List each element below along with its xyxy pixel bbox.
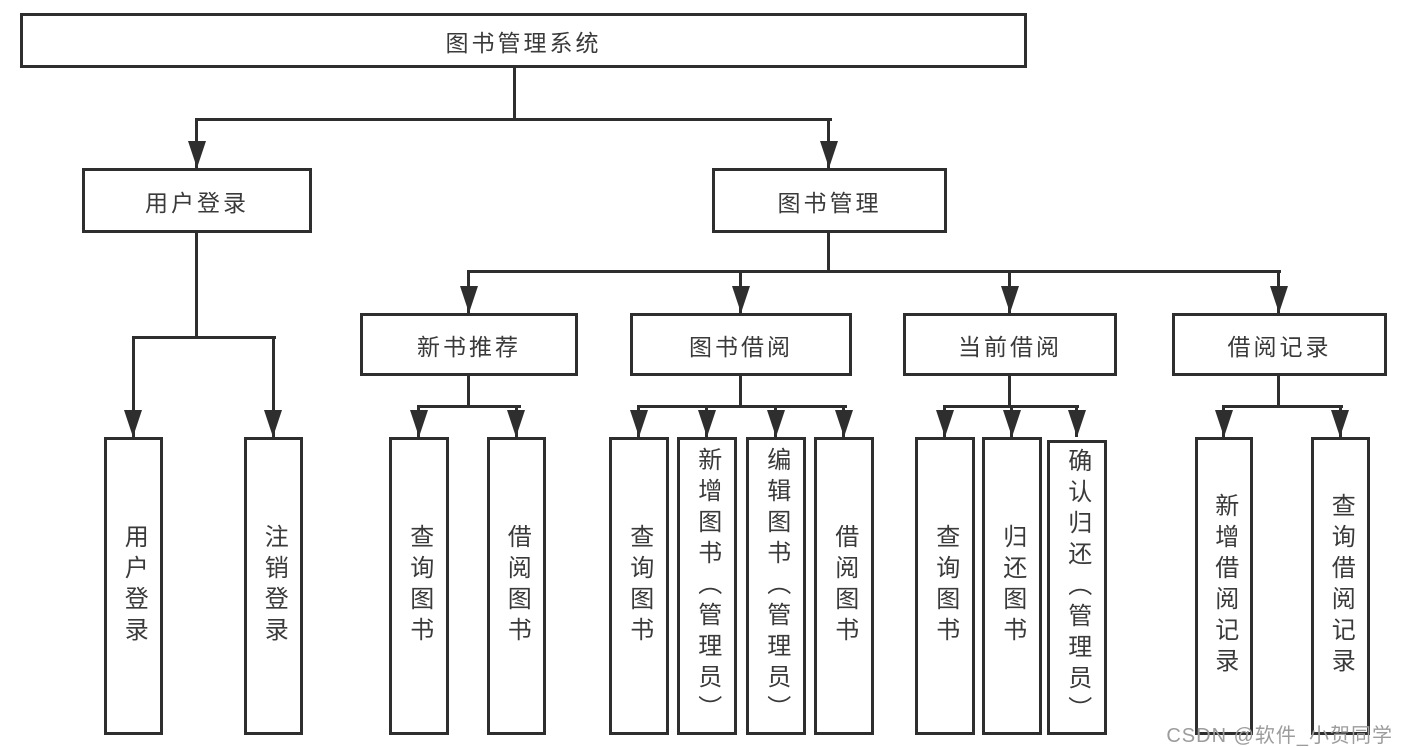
connector-new-book-branch <box>417 405 521 408</box>
arrowhead-icon <box>460 286 478 313</box>
node-label: 用户登录 <box>120 524 148 648</box>
connector-book-management-branch <box>467 270 1281 273</box>
node-label: 查询借阅记录 <box>1327 493 1355 679</box>
arrowhead-icon <box>1001 286 1019 313</box>
leaf-query-books-current: 查询图书 <box>915 437 975 735</box>
leaf-add-book-admin: 新增图书（管理员） <box>677 437 737 735</box>
node-label: 借阅记录 <box>1227 333 1332 360</box>
node-new-book-recommendation: 新书推荐 <box>360 313 578 376</box>
arrowhead-icon <box>124 410 142 437</box>
connector-user-login-stem <box>195 233 198 339</box>
arrowhead-icon <box>835 410 853 437</box>
node-label: 新书推荐 <box>417 333 521 360</box>
node-label: 查询图书 <box>625 524 653 648</box>
node-label: 查询图书 <box>405 524 433 648</box>
node-label: 图书管理 <box>777 189 882 216</box>
leaf-borrow-books: 借阅图书 <box>814 437 874 735</box>
leaf-confirm-return-admin: 确认归还（管理员） <box>1047 440 1107 735</box>
node-label: 当前借阅 <box>958 333 1062 360</box>
leaf-logout: 注销登录 <box>244 437 303 735</box>
node-book-borrowing: 图书借阅 <box>630 313 852 376</box>
connector-current-stem <box>1008 376 1011 408</box>
leaf-query-books-borrowing: 查询图书 <box>609 437 669 735</box>
node-library-management-system: 图书管理系统 <box>20 13 1027 68</box>
arrowhead-icon <box>936 410 954 437</box>
connector-new-book-stem <box>467 376 470 408</box>
node-label: 注销登录 <box>260 524 288 648</box>
leaf-return-book: 归还图书 <box>982 437 1042 735</box>
leaf-edit-book-admin: 编辑图书（管理员） <box>746 437 806 735</box>
connector-records-stem <box>1277 376 1280 408</box>
node-label: 新增借阅记录 <box>1210 493 1238 679</box>
arrowhead-icon <box>767 410 785 437</box>
leaf-query-borrow-record: 查询借阅记录 <box>1311 437 1370 735</box>
leaf-add-borrow-record: 新增借阅记录 <box>1195 437 1253 735</box>
node-label: 图书管理系统 <box>445 29 602 56</box>
node-label: 图书借阅 <box>689 333 793 360</box>
node-label: 借阅图书 <box>503 524 531 648</box>
node-label: 用户登录 <box>145 189 249 216</box>
node-borrowing-records: 借阅记录 <box>1172 313 1387 376</box>
arrowhead-icon <box>188 141 206 168</box>
arrowhead-icon <box>1215 410 1233 437</box>
connector-borrow-stem <box>739 376 742 408</box>
connector-root-branch <box>196 118 832 121</box>
connector-records-branch <box>1222 405 1343 408</box>
connector-leaf-drop <box>132 336 135 437</box>
node-book-management: 图书管理 <box>712 168 947 233</box>
arrowhead-icon <box>1068 410 1086 437</box>
connector-user-login-branch <box>132 336 276 339</box>
node-label: 确认归还（管理员） <box>1063 448 1091 727</box>
node-label: 查询图书 <box>931 524 959 648</box>
arrowhead-icon <box>698 410 716 437</box>
arrowhead-icon <box>1331 410 1349 437</box>
node-label: 新增图书（管理员） <box>693 446 721 726</box>
connector-borrow-branch <box>637 405 847 408</box>
arrowhead-icon <box>1270 286 1288 313</box>
leaf-query-books-recommendation: 查询图书 <box>389 437 449 735</box>
arrowhead-icon <box>410 410 428 437</box>
arrowhead-icon <box>1003 410 1021 437</box>
leaf-user-login: 用户登录 <box>104 437 163 735</box>
node-label: 归还图书 <box>998 524 1026 648</box>
node-label: 编辑图书（管理员） <box>762 446 790 726</box>
arrowhead-icon <box>507 410 525 437</box>
node-current-borrowing: 当前借阅 <box>903 313 1117 376</box>
node-label: 借阅图书 <box>830 524 858 648</box>
leaf-borrow-books-recommendation: 借阅图书 <box>487 437 546 735</box>
arrowhead-icon <box>264 410 282 437</box>
arrowhead-icon <box>732 286 750 313</box>
arrowhead-icon <box>820 141 838 168</box>
csdn-watermark: CSDN @软件_小贺同学 <box>1166 725 1393 747</box>
node-user-login: 用户登录 <box>82 168 312 233</box>
connector-leaf-drop <box>272 336 275 437</box>
arrowhead-icon <box>630 410 648 437</box>
connector-book-management-stem <box>827 233 830 273</box>
connector-root-stem <box>513 68 516 120</box>
